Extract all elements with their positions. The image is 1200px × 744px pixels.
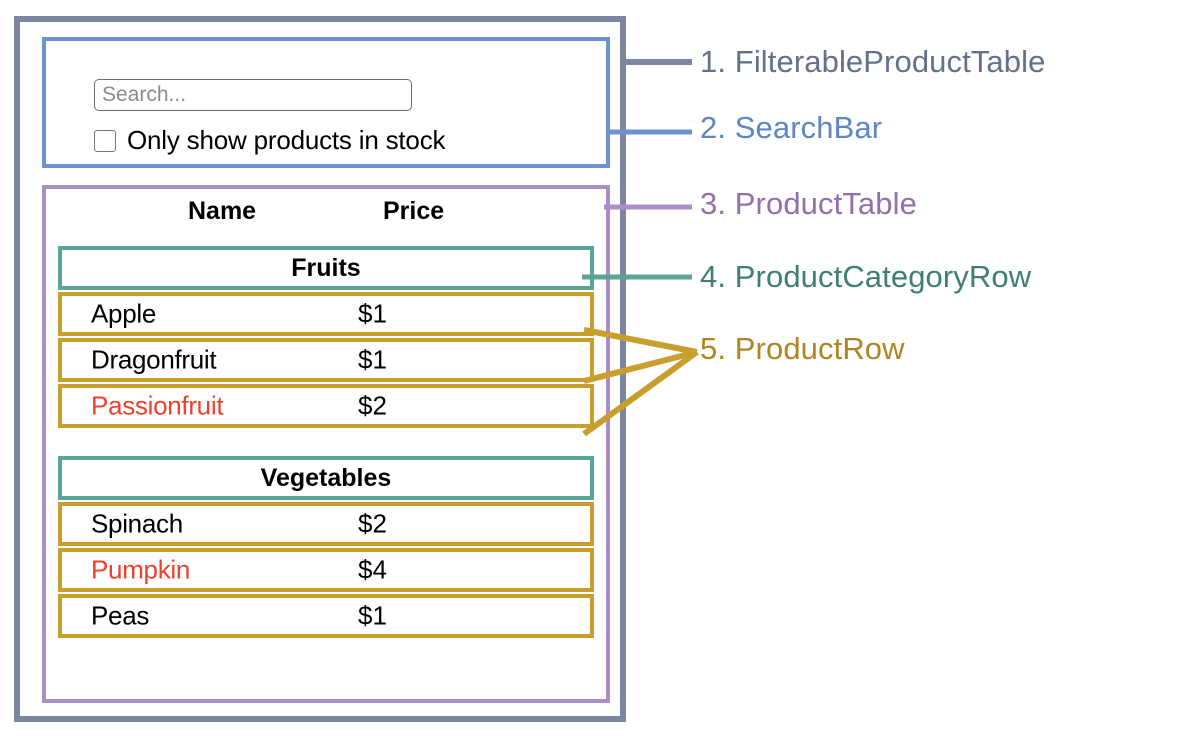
product-row: Spinach $2 (58, 502, 594, 546)
product-row: Dragonfruit $1 (58, 338, 594, 382)
legend-item-product-row: 5. ProductRow (700, 331, 905, 367)
legend-label: ProductCategoryRow (734, 259, 1032, 294)
in-stock-checkbox-label: Only show products in stock (127, 125, 446, 155)
in-stock-checkbox[interactable] (94, 129, 116, 152)
product-category-row: Fruits (58, 246, 594, 290)
column-header-price: Price (383, 197, 445, 225)
search-input[interactable] (94, 79, 412, 111)
product-row: Apple $1 (58, 292, 594, 336)
legend-label: ProductRow (734, 331, 905, 366)
product-price: $1 (358, 344, 387, 375)
product-price: $2 (358, 390, 387, 421)
legend-item-product-category-row: 4. ProductCategoryRow (700, 259, 1031, 295)
group-spacer (58, 430, 594, 456)
product-name: Apple (91, 298, 156, 329)
legend-label: ProductTable (734, 186, 917, 221)
product-name: Passionfruit (91, 390, 224, 421)
product-name: Pumpkin (91, 554, 191, 585)
legend-number: 2. (700, 110, 727, 145)
product-row: Passionfruit $2 (58, 384, 594, 428)
legend-number: 5. (700, 331, 727, 366)
legend-number: 3. (700, 186, 727, 221)
product-price: $1 (358, 298, 387, 329)
product-price: $1 (358, 600, 387, 631)
legend-item-filterable-product-table: 1. FilterableProductTable (700, 44, 1045, 80)
in-stock-filter-row[interactable]: Only show products in stock (94, 125, 445, 156)
product-table-header: Name Price (46, 197, 606, 235)
legend-number: 1. (700, 44, 727, 79)
legend-item-product-table: 3. ProductTable (700, 186, 917, 222)
legend-label: FilterableProductTable (734, 44, 1046, 79)
product-row: Peas $1 (58, 594, 594, 638)
product-category-row: Vegetables (58, 456, 594, 500)
product-price: $2 (358, 508, 387, 539)
product-table-box: Name Price Fruits Apple $1 Dragonfruit $… (42, 185, 610, 703)
product-category-label: Vegetables (260, 463, 392, 492)
legend-number: 4. (700, 259, 727, 294)
search-bar-box: Only show products in stock (42, 37, 610, 168)
legend-item-search-bar: 2. SearchBar (700, 110, 882, 146)
product-row: Pumpkin $4 (58, 548, 594, 592)
product-name: Dragonfruit (91, 344, 217, 375)
product-name: Spinach (91, 508, 183, 539)
product-name: Peas (91, 600, 150, 631)
column-header-name: Name (188, 197, 257, 225)
legend-label: SearchBar (734, 110, 883, 145)
product-category-label: Fruits (291, 253, 361, 282)
product-rows-area: Fruits Apple $1 Dragonfruit $1 Passionfr… (58, 246, 594, 640)
product-price: $4 (358, 554, 387, 585)
